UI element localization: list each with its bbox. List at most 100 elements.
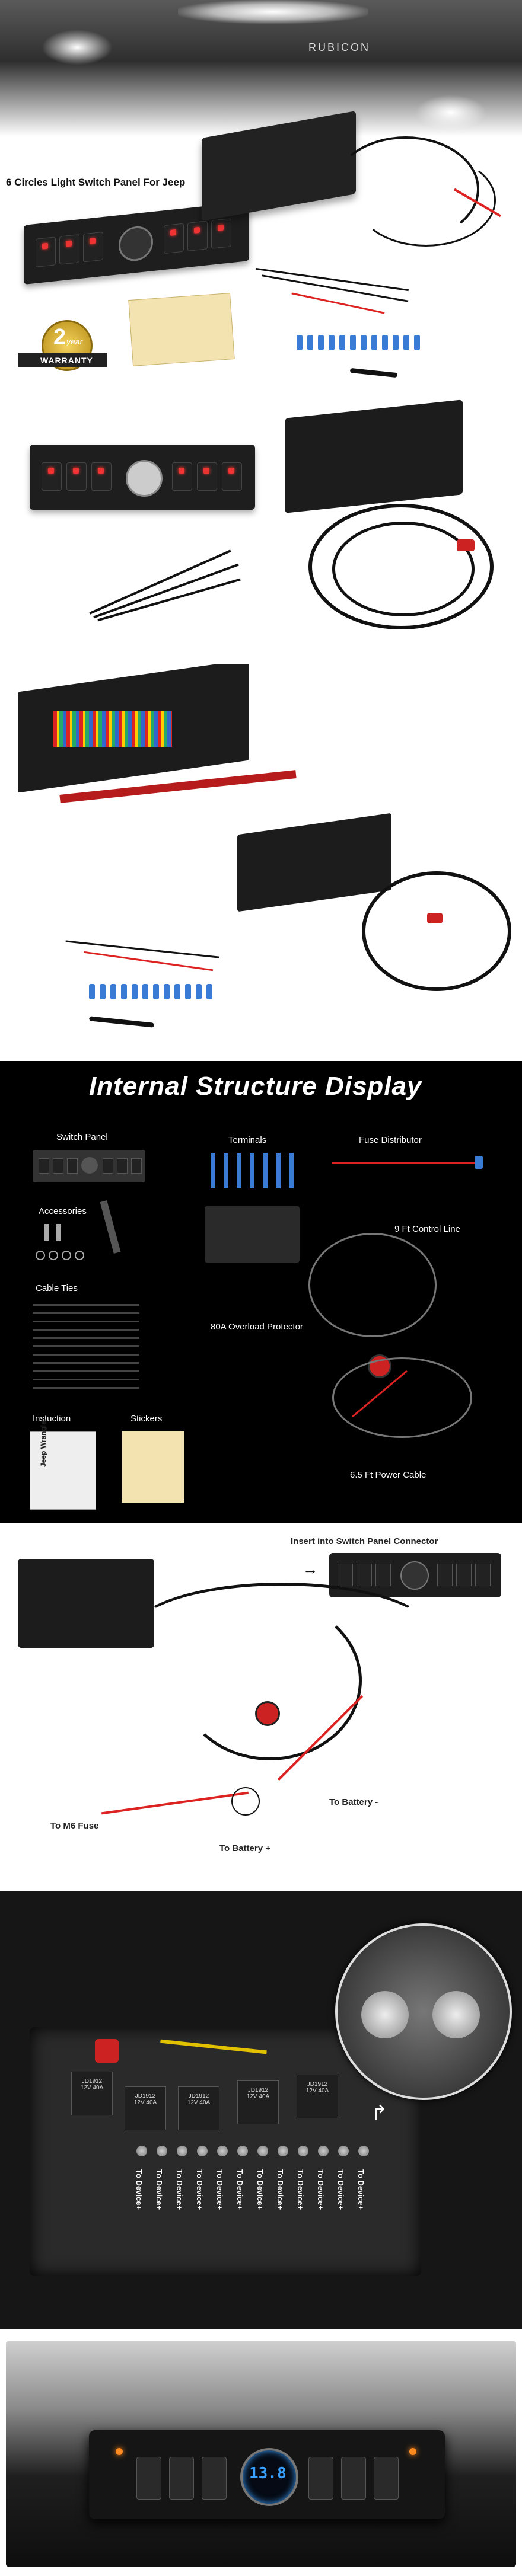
- blue-terminal-icon: [196, 984, 202, 999]
- rocker-switch: [67, 1158, 78, 1174]
- device-label: To Device+: [296, 2169, 305, 2210]
- blue-terminal-icon: [185, 984, 191, 999]
- wire-harness: [130, 1583, 433, 1683]
- switch-panel-thumb: [329, 1553, 501, 1597]
- rocker-switch: [374, 2457, 399, 2500]
- blue-terminal-icon: [110, 984, 116, 999]
- instruction-label: Instuction: [33, 1414, 71, 1424]
- terminal-row: [297, 335, 451, 353]
- amber-indicator-light: [409, 2448, 416, 2455]
- rocker-switch: [91, 462, 112, 491]
- internal-structure-section: Internal Structure Display Switch Panel …: [0, 1061, 522, 1523]
- rocker-switch: [131, 1158, 142, 1174]
- screw-head-icon: [432, 1991, 480, 2038]
- rocker-switch: [59, 234, 79, 265]
- instruction-manual-image: [30, 1431, 96, 1510]
- voltmeter-display: [240, 2448, 298, 2506]
- rocker-switch: [338, 1564, 353, 1586]
- switch-panel-image: [30, 445, 255, 510]
- control-line-label: 9 Ft Control Line: [394, 1224, 460, 1234]
- blue-terminal-icon: [297, 335, 303, 350]
- switch-panel-thumb: [33, 1150, 145, 1182]
- product-section-3: [0, 664, 522, 1061]
- relay-box-section: JD1912 12V 40A JD1912 12V 40A JD1912 12V…: [0, 1891, 522, 2329]
- power-cable-coil: [332, 1357, 472, 1438]
- blue-terminal-icon: [307, 335, 313, 350]
- relay-model: JD1912: [135, 2093, 156, 2099]
- headlight-left-glow: [42, 30, 113, 65]
- device-label: To Device+: [175, 2169, 184, 2210]
- arrow-to-zoom-icon: ↱: [371, 2102, 388, 2124]
- rocker-switch: [83, 231, 103, 263]
- terminals-label: Terminals: [228, 1135, 267, 1145]
- insert-connector-label: Insert into Switch Panel Connector: [291, 1536, 438, 1546]
- device-label: To Device+: [235, 2169, 244, 2210]
- rocker-switch: [169, 2457, 194, 2500]
- relay-1: JD1912 12V 40A: [71, 2072, 113, 2115]
- warranty-year-word: year: [66, 337, 83, 346]
- bracket-icon: [100, 1200, 121, 1254]
- blue-terminal-icon: [153, 984, 159, 999]
- voltmeter-icon: [81, 1157, 98, 1174]
- control-box-thumb: [205, 1206, 300, 1263]
- hero-title: 6 Circles Light Switch Panel For Jeep: [6, 177, 186, 188]
- blue-terminal-icon: [403, 335, 409, 350]
- voltmeter-icon: [126, 460, 163, 497]
- light-bar-glow: [178, 0, 368, 24]
- screw-icon: [56, 1224, 61, 1241]
- screw-terminal-icon: [358, 2146, 369, 2156]
- screw-terminal-icon: [298, 2146, 308, 2156]
- blue-terminal-icon: [121, 984, 127, 999]
- rocker-switch: [341, 2457, 366, 2500]
- relay-2: JD1912 12V 40A: [125, 2086, 166, 2130]
- fuse-terminal-row: [136, 2146, 397, 2163]
- battery-minus-label: To Battery -: [329, 1797, 378, 1807]
- rocker-switch: [222, 462, 242, 491]
- blue-terminal-icon: [142, 984, 148, 999]
- blue-terminal-icon: [361, 335, 367, 350]
- rocker-switch: [39, 1158, 49, 1174]
- stickers-sheet-image: [122, 1431, 184, 1503]
- fuse-circle-highlight: [231, 1787, 260, 1816]
- red-terminal-cover: [95, 2039, 119, 2063]
- device-label: To Device+: [316, 2169, 325, 2210]
- relay-model: JD1912: [188, 2093, 209, 2099]
- rocker-switch: [42, 462, 62, 491]
- sticker-sheet-image: [128, 293, 235, 366]
- relay-5: JD1912 12V 40A: [297, 2075, 338, 2118]
- screw-terminal-icon: [177, 2146, 187, 2156]
- wire-harness: [178, 1600, 362, 1760]
- device-label: To Device+: [256, 2169, 265, 2210]
- warranty-year-number: 2: [53, 325, 66, 350]
- voltmeter-icon: [400, 1561, 429, 1590]
- red-wire: [291, 292, 385, 314]
- wire-coil: [332, 522, 475, 616]
- screw-terminal-icon: [278, 2146, 288, 2156]
- relay-3: JD1912 12V 40A: [178, 2086, 219, 2130]
- rocker-switch: [308, 2457, 333, 2500]
- power-cable-label: 6.5 Ft Power Cable: [350, 1470, 426, 1480]
- switch-panel-label: Switch Panel: [56, 1132, 108, 1142]
- warranty-label: WARRANTY: [40, 356, 93, 365]
- screw-terminal-icon: [136, 2146, 147, 2156]
- device-label: To Device+: [155, 2169, 164, 2210]
- rocker-switch: [475, 1564, 491, 1586]
- relay-spec: 12V 40A: [305, 2088, 329, 2094]
- fuse-distributor-cap: [475, 1156, 483, 1169]
- rocker-switch: [357, 1564, 372, 1586]
- overload-protector-icon: [255, 1701, 280, 1726]
- washer-icon: [75, 1251, 84, 1260]
- device-label: To Device+: [135, 2169, 144, 2210]
- relay-4: JD1912 12V 40A: [237, 2080, 279, 2124]
- blue-terminal-icon: [393, 335, 399, 350]
- rocker-switch: [103, 1158, 113, 1174]
- structure-title: Internal Structure Display: [89, 1072, 422, 1101]
- black-tube: [349, 367, 398, 378]
- blue-terminal-icon: [206, 984, 212, 999]
- red-clamp: [457, 539, 475, 551]
- manual-brand-text: Jeep Wrangler: [39, 1418, 47, 1467]
- battery-plus-label: To Battery +: [219, 1843, 270, 1853]
- control-box-image: [237, 813, 392, 912]
- screw-terminal-icon: [257, 2146, 268, 2156]
- wiring-section: Insert into Switch Panel Connector → To …: [0, 1523, 522, 1891]
